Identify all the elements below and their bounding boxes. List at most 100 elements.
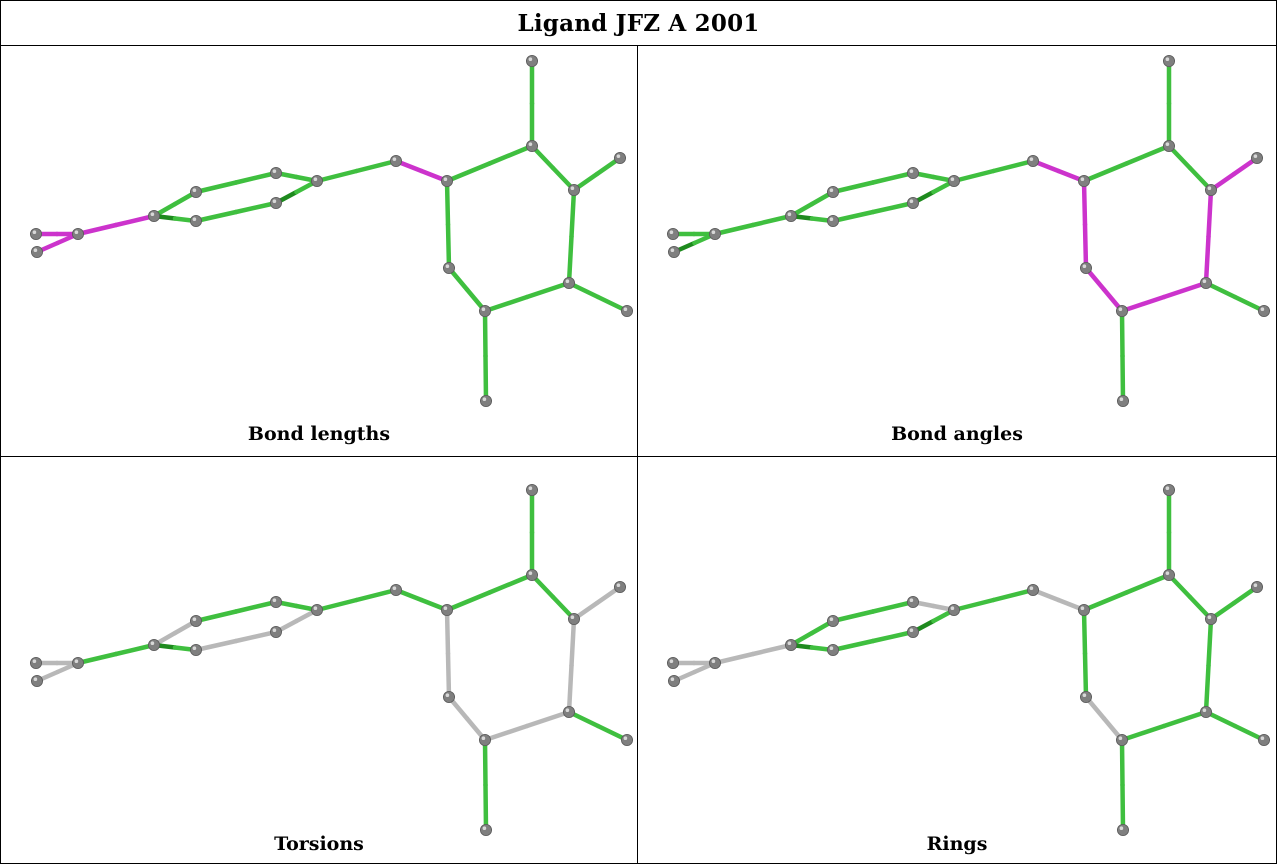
atom-4: [189, 185, 202, 198]
atom-13: [1200, 705, 1213, 718]
bond-5-6-half-0: [193, 209, 239, 224]
bond-5-6-half-0: [830, 638, 876, 653]
panel-rings: Rings: [638, 457, 1276, 863]
atom-5: [826, 643, 839, 656]
atom-highlight-0: [669, 230, 674, 234]
atom-highlight-2: [74, 659, 79, 663]
atom-1: [30, 674, 43, 687]
atom-17: [1163, 54, 1176, 67]
bond-13-15-half-0: [1203, 234, 1211, 286]
bond-5-6-half-1: [870, 629, 916, 644]
atom-17: [526, 483, 539, 496]
atom-highlight-8: [909, 598, 914, 602]
atom-highlight-17: [1165, 486, 1170, 490]
bond-2-3-half-1: [113, 213, 157, 228]
atom-19: [1116, 394, 1129, 407]
atom-highlight-18: [1260, 736, 1265, 740]
atom-highlight-9: [392, 586, 397, 590]
atom-highlight-17: [528, 57, 533, 61]
bond-14-10-half-0: [487, 143, 535, 166]
atom-highlight-19: [482, 826, 487, 830]
bond-14-10-half-1: [444, 590, 492, 613]
bond-12-13-half-1: [524, 280, 572, 300]
bond-13-15-half-0: [566, 663, 574, 715]
atom-highlight-6: [909, 628, 914, 632]
atom-highlight-12: [1118, 736, 1123, 740]
atom-highlight-15: [570, 615, 575, 619]
atom-13: [563, 705, 576, 718]
panel-bond-lengths: Bond lengths: [1, 46, 637, 456]
atom-8: [269, 167, 282, 180]
atom-highlight-4: [829, 188, 834, 192]
atom-10: [1077, 174, 1090, 187]
atom-16: [614, 152, 627, 165]
bond-7-9-half-1: [991, 587, 1036, 603]
atom-highlight-15: [570, 186, 575, 190]
atom-highlight-9: [392, 157, 397, 161]
atom-17: [1163, 483, 1176, 496]
atom-highlight-17: [1165, 57, 1170, 61]
atom-highlight-0: [32, 230, 37, 234]
caption-torsions: Torsions: [274, 833, 364, 855]
bond-14-10-half-1: [444, 161, 492, 184]
bond-4-8-half-1: [233, 170, 279, 185]
atom-4: [826, 185, 839, 198]
atom-4: [826, 614, 839, 627]
atom-2: [709, 656, 722, 669]
bond-10-11-half-1: [1082, 222, 1089, 271]
bond-7-9-half-0: [951, 168, 996, 184]
atom-highlight-15: [1207, 615, 1212, 619]
bond-10-11-half-1: [445, 651, 452, 700]
bond-13-15-half-0: [566, 234, 574, 286]
atom-16: [1251, 152, 1264, 165]
atom-7: [947, 174, 960, 187]
bond-12-19-half-1: [483, 782, 489, 833]
bond-2-3-half-0: [712, 651, 756, 666]
atom-7: [947, 603, 960, 616]
atom-6: [269, 196, 282, 209]
bond-12-13-half-1: [1161, 709, 1209, 729]
bond-13-15-half-0: [1203, 663, 1211, 715]
bond-12-19-half-1: [483, 353, 489, 404]
atom-highlight-11: [445, 693, 450, 697]
atom-9: [1026, 155, 1039, 168]
atom-6: [269, 625, 282, 638]
atom-highlight-4: [192, 617, 197, 621]
atom-highlight-18: [623, 736, 628, 740]
atom-12: [1115, 304, 1128, 317]
atom-3: [147, 638, 160, 651]
atom-11: [1079, 261, 1092, 274]
atom-highlight-16: [1253, 154, 1258, 158]
bond-2-3-half-1: [750, 642, 794, 657]
caption-bond-angles: Bond angles: [891, 423, 1023, 445]
atom-highlight-4: [192, 188, 197, 192]
bond-14-10-half-1: [1081, 590, 1129, 613]
atom-highlight-12: [481, 736, 486, 740]
bond-12-13-half-0: [482, 723, 530, 743]
atom-highlight-5: [829, 217, 834, 221]
atom-highlight-3: [787, 641, 792, 645]
bond-12-13-half-0: [1119, 294, 1167, 314]
horizontal-divider: [1, 456, 1276, 457]
atom-15: [568, 612, 581, 625]
atom-highlight-6: [272, 199, 277, 203]
atom-8: [269, 595, 282, 608]
atom-19: [479, 394, 492, 407]
bond-12-19-half-0: [482, 308, 488, 359]
atom-9: [1026, 584, 1039, 597]
atom-13: [1200, 276, 1213, 289]
atom-5: [826, 214, 839, 227]
atom-highlight-18: [623, 307, 628, 312]
caption-bond-lengths: Bond lengths: [247, 423, 391, 445]
bond-13-15-half-1: [569, 187, 577, 239]
atom-highlight-2: [711, 230, 716, 234]
atom-18: [621, 733, 634, 746]
atom-15: [1205, 183, 1218, 196]
atom-0: [666, 656, 679, 669]
atom-7: [310, 174, 323, 187]
atom-5: [189, 214, 202, 227]
bond-12-19-half-1: [1120, 782, 1126, 833]
bond-2-3-half-0: [75, 651, 119, 666]
bond-4-8-half-0: [193, 180, 239, 195]
atom-1: [667, 245, 680, 258]
